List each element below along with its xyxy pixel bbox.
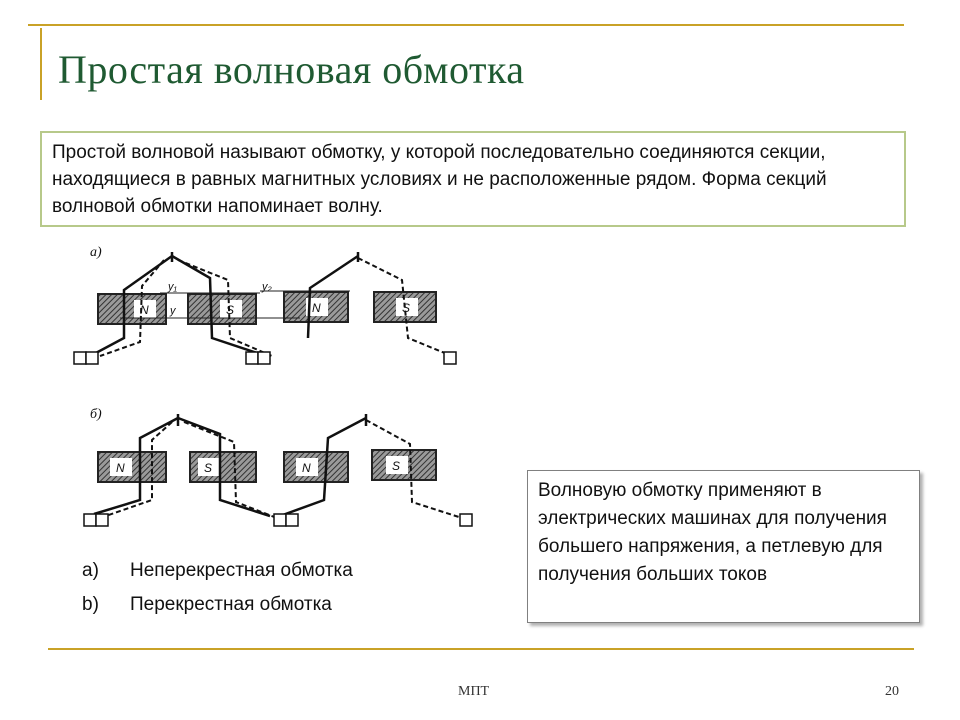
slide-title: Простая волновая обмотка bbox=[58, 47, 525, 92]
winding-diagram: а) N S N S y₁ y₂ y б) bbox=[73, 245, 473, 527]
diagram-a-label: а) bbox=[90, 245, 102, 260]
pole-b-3: N bbox=[302, 461, 311, 475]
top-divider bbox=[28, 24, 904, 26]
list-item: a) Неперекрестная обмотка bbox=[82, 560, 353, 594]
bottom-divider bbox=[48, 648, 914, 650]
pole-b-4: S bbox=[392, 459, 400, 473]
pitch-y: y bbox=[169, 305, 177, 317]
diagram-b-poles: N S N S bbox=[97, 449, 437, 483]
diagram-b-label: б) bbox=[90, 407, 102, 422]
pole-b-1: N bbox=[116, 461, 125, 475]
title-accent-line bbox=[40, 28, 42, 100]
diagram-a-poles: N S N S bbox=[97, 291, 437, 325]
diagram-legend-list: a) Неперекрестная обмотка b) Перекрестна… bbox=[82, 560, 353, 628]
pole-b-2: S bbox=[204, 461, 212, 475]
page-number: 20 bbox=[885, 684, 899, 699]
pole-a-4: S bbox=[402, 301, 410, 315]
list-item: b) Перекрестная обмотка bbox=[82, 594, 353, 628]
pole-a-3: N bbox=[312, 301, 321, 315]
pitch-y2: y₂ bbox=[261, 281, 273, 293]
list-text: Перекрестная обмотка bbox=[130, 594, 332, 615]
note-box: Волновую обмотку применяют в электрическ… bbox=[527, 470, 920, 623]
list-marker: b) bbox=[82, 594, 99, 615]
intro-box: Простой волновой называют обмотку, у кот… bbox=[40, 131, 906, 227]
pole-a-1: N bbox=[140, 303, 149, 317]
list-marker: a) bbox=[82, 560, 99, 581]
list-text: Неперекрестная обмотка bbox=[130, 560, 353, 581]
footer-label: МПТ bbox=[458, 684, 490, 699]
pitch-y1: y₁ bbox=[167, 281, 178, 293]
